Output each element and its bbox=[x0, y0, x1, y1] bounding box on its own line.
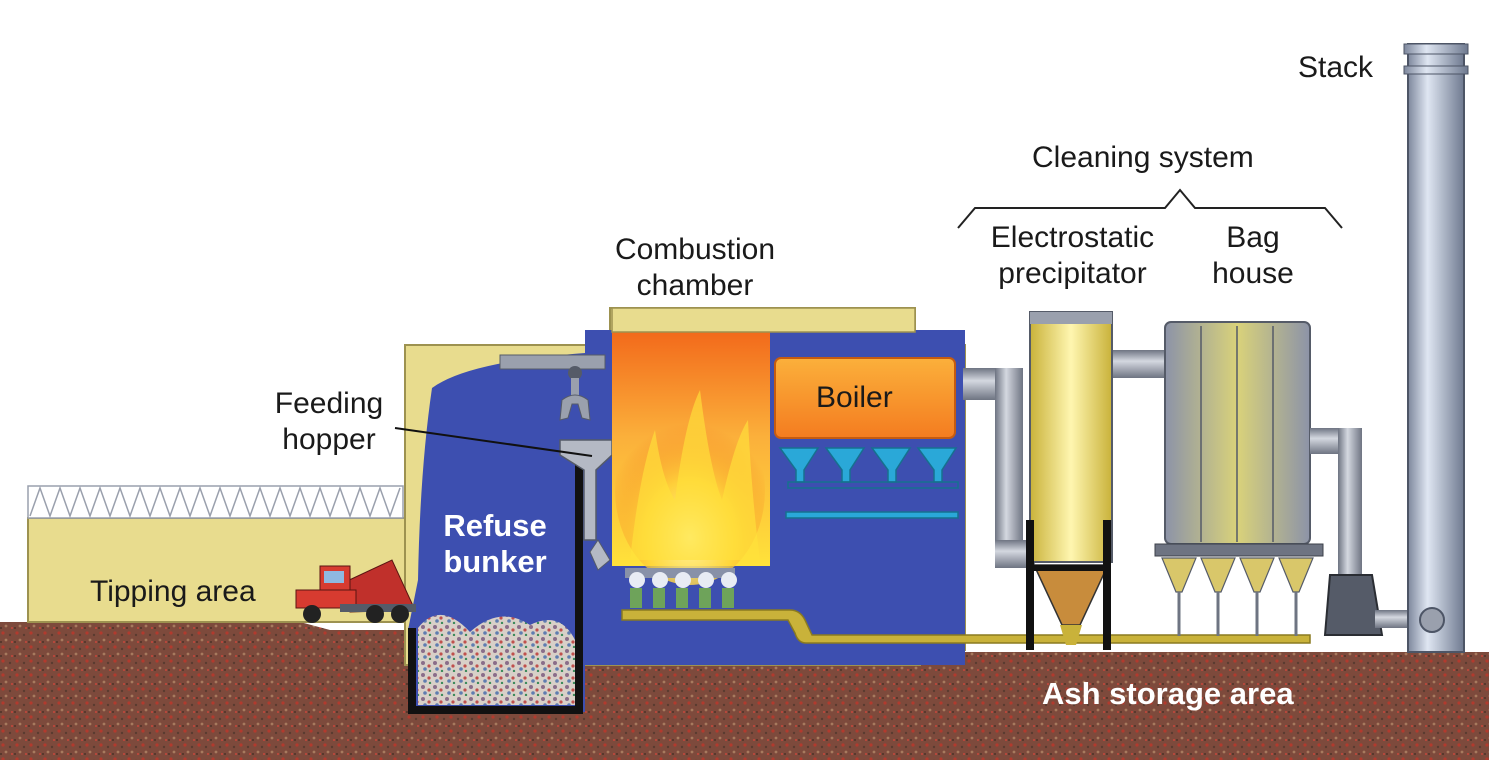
grate-burners bbox=[625, 568, 737, 608]
stack bbox=[1403, 43, 1469, 653]
fan-duct bbox=[1310, 428, 1415, 636]
label-tipping-area: Tipping area bbox=[90, 575, 256, 608]
label-electrostatic-line2: precipitator bbox=[998, 257, 1147, 290]
label-cleaning-system: Cleaning system bbox=[1032, 141, 1254, 174]
label-feeding-hopper: Feeding hopper bbox=[262, 386, 396, 458]
label-stack: Stack bbox=[1298, 51, 1374, 84]
dump-truck bbox=[295, 559, 416, 623]
label-refuse-line1: Refuse bbox=[443, 508, 547, 543]
label-bag-house: Bag house bbox=[1196, 220, 1310, 292]
label-electrostatic-line1: Electrostatic bbox=[990, 221, 1155, 254]
label-ash-storage-area: Ash storage area bbox=[1042, 676, 1294, 711]
label-combustion-line1: Combustion bbox=[614, 233, 776, 266]
label-boiler: Boiler bbox=[816, 381, 893, 414]
trash-pile bbox=[418, 614, 575, 705]
boiler-funnels bbox=[778, 447, 959, 519]
feeding-hopper-leader bbox=[394, 427, 593, 457]
electrostatic-precipitator bbox=[1026, 311, 1113, 650]
label-refuse-bunker: Refuse bunker bbox=[430, 508, 560, 580]
label-refuse-line2: bunker bbox=[443, 544, 547, 579]
label-electrostatic-precipitator: Electrostatic precipitator bbox=[975, 220, 1170, 292]
label-feeding-line1: Feeding bbox=[274, 387, 384, 420]
label-combustion-chamber: Combustion chamber bbox=[590, 232, 800, 304]
cleaning-system-bracket bbox=[957, 188, 1343, 229]
label-combustion-line2: chamber bbox=[636, 269, 754, 302]
label-feeding-line2: hopper bbox=[282, 423, 376, 456]
bag-house bbox=[1154, 321, 1324, 636]
label-bag-line2: house bbox=[1212, 257, 1294, 290]
crane-grab bbox=[499, 354, 606, 421]
ground bbox=[0, 622, 1489, 760]
flame-tongues bbox=[630, 390, 760, 560]
label-bag-line1: Bag bbox=[1226, 221, 1280, 254]
boiler bbox=[774, 357, 956, 439]
ash-conveyor bbox=[621, 609, 1311, 644]
